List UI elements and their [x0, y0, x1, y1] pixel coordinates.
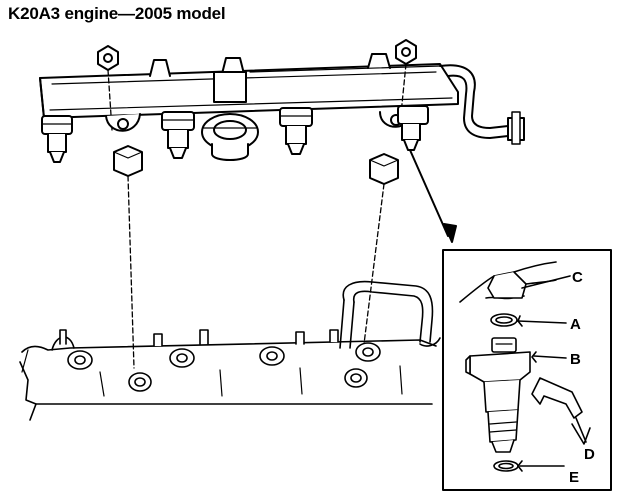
- detail-injector: [465, 337, 567, 453]
- rail-boss-left: [105, 113, 141, 132]
- detail-clip: [531, 377, 591, 445]
- fuel-rail: [39, 63, 525, 145]
- nut-right: [361, 153, 399, 361]
- callout-b: B: [570, 351, 581, 368]
- detail-leader-arrow: [409, 149, 457, 243]
- callout-d: D: [584, 446, 595, 463]
- callout-c: C: [572, 269, 583, 286]
- injector-4: [397, 105, 429, 151]
- injector-2: [161, 111, 195, 159]
- callout-e: E: [569, 469, 579, 486]
- cylinder-head: [19, 280, 441, 421]
- detail-o-ring-a: [490, 313, 567, 327]
- callout-a: A: [570, 316, 581, 333]
- detail-o-ring-e: [493, 460, 565, 472]
- nut-left: [113, 145, 143, 369]
- injector-3: [279, 107, 313, 155]
- diagram-title: K20A3 engine—2005 model: [8, 4, 226, 23]
- pressure-regulator: [201, 71, 259, 161]
- injector-1: [41, 115, 73, 163]
- rail-mounting-tabs: [149, 53, 441, 77]
- detail-rail-section: [459, 261, 571, 303]
